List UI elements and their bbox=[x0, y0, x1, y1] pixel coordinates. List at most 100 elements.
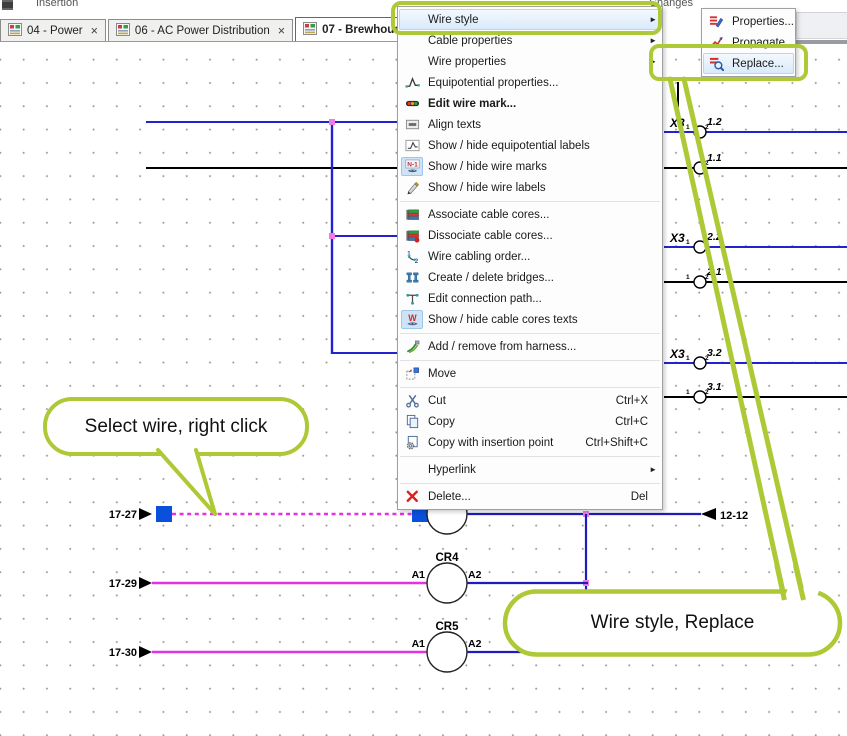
menu-item-label: Properties... bbox=[732, 15, 794, 28]
svg-text:1: 1 bbox=[686, 355, 690, 362]
menu-item-hyperlink[interactable]: Hyperlink► bbox=[398, 459, 662, 480]
svg-text:2.1: 2.1 bbox=[706, 266, 722, 278]
menu-item-show-hide-equipotential-labels[interactable]: Show / hide equipotential labels bbox=[398, 135, 662, 156]
menu-item-label: Copy bbox=[428, 415, 455, 428]
menu-item-cable-properties[interactable]: Cable properties► bbox=[398, 30, 662, 51]
svg-text:2.2: 2.2 bbox=[706, 231, 722, 243]
tab-label: 04 - Power bbox=[27, 24, 83, 37]
junction-dot bbox=[329, 233, 335, 239]
menu-item-label: Cut bbox=[428, 394, 446, 407]
menu-item-show-hide-wire-labels[interactable]: Show / hide wire labels bbox=[398, 177, 662, 198]
menu-item-copy[interactable]: Copy Ctrl+C bbox=[398, 411, 662, 432]
close-icon[interactable]: × bbox=[277, 23, 286, 38]
svg-text:X3: X3 bbox=[669, 116, 685, 130]
svg-text:17-30: 17-30 bbox=[109, 647, 137, 659]
menu-item-label: Align texts bbox=[428, 118, 482, 131]
menu-item-cut[interactable]: Cut Ctrl+X bbox=[398, 390, 662, 411]
svg-text:2: 2 bbox=[414, 258, 418, 264]
harness-icon bbox=[401, 337, 423, 356]
menu-item-label: Propagate... bbox=[732, 36, 795, 49]
propagate-icon bbox=[705, 33, 727, 52]
schematic-doc-icon bbox=[115, 22, 130, 39]
menu-item-edit-wire-mark[interactable]: Edit wire mark... bbox=[398, 93, 662, 114]
svg-text:CR5: CR5 bbox=[435, 621, 459, 633]
callout-select-wire-text: Select wire, right click bbox=[84, 415, 268, 437]
svg-text:1: 1 bbox=[407, 251, 411, 258]
menu-separator bbox=[398, 453, 662, 459]
menu-item-label: Associate cable cores... bbox=[428, 208, 550, 221]
svg-text:1: 1 bbox=[686, 274, 690, 281]
context-menu: Wire style►Cable properties►Wire propert… bbox=[397, 6, 663, 510]
tab-label: 07 - Brewhouse bbox=[322, 23, 408, 36]
terminal-group-3: X3 1 2 3.2 1 2 3.1 bbox=[664, 347, 847, 404]
menu-item-dissociate-cable-cores[interactable]: Dissociate cable cores... bbox=[398, 225, 662, 246]
menu-item-label: Wire cabling order... bbox=[428, 250, 531, 263]
svg-text:1: 1 bbox=[686, 389, 690, 396]
delete-icon bbox=[401, 487, 423, 506]
menu-item-wire-style[interactable]: Wire style► bbox=[399, 9, 661, 30]
document-tab-bar: 04 - Power × 06 - AC Power Distribution … bbox=[0, 17, 417, 42]
menu-item-replace[interactable]: Replace... bbox=[703, 53, 794, 74]
cut-icon bbox=[401, 391, 423, 410]
menu-item-show-hide-cable-cores-texts[interactable]: W Show / hide cable cores texts bbox=[398, 309, 662, 330]
menu-item-label: Dissociate cable cores... bbox=[428, 229, 553, 242]
menu-item-label: Replace... bbox=[732, 57, 784, 70]
copy-insertion-icon bbox=[401, 433, 423, 452]
ribbon-button-remnant[interactable] bbox=[796, 12, 847, 39]
svg-text:W: W bbox=[408, 313, 417, 323]
tab-04-power[interactable]: 04 - Power × bbox=[0, 19, 106, 42]
svg-text:A1: A1 bbox=[412, 638, 426, 650]
connection-path-icon bbox=[401, 289, 423, 308]
menu-item-associate-cable-cores[interactable]: Associate cable cores... bbox=[398, 204, 662, 225]
menu-item-label: Show / hide cable cores texts bbox=[428, 313, 578, 326]
no-icon bbox=[401, 52, 423, 71]
no-icon bbox=[401, 31, 423, 50]
move-icon bbox=[401, 364, 423, 383]
tab-06-ac-power-distribution[interactable]: 06 - AC Power Distribution × bbox=[107, 19, 294, 42]
close-icon[interactable]: × bbox=[90, 23, 98, 38]
tabbar-bottom-edge bbox=[0, 41, 400, 42]
coil-circle[interactable] bbox=[426, 562, 468, 604]
selection-handle[interactable] bbox=[412, 506, 428, 522]
menu-separator bbox=[398, 384, 662, 390]
menu-item-label: Wire style bbox=[428, 13, 479, 26]
menu-item-equipotential-properties[interactable]: Equipotential properties... bbox=[398, 72, 662, 93]
svg-text:A2: A2 bbox=[468, 638, 482, 650]
coil-circle[interactable] bbox=[426, 631, 468, 673]
cable-cores-texts-icon: W bbox=[401, 310, 423, 329]
menu-item-label: Equipotential properties... bbox=[428, 76, 559, 89]
equipotential-labels-icon bbox=[401, 136, 423, 155]
copy-icon bbox=[401, 412, 423, 431]
menu-separator bbox=[398, 357, 662, 363]
menu-item-move[interactable]: Move bbox=[398, 363, 662, 384]
menu-item-wire-properties[interactable]: Wire properties► bbox=[398, 51, 662, 72]
menu-item-label: Show / hide equipotential labels bbox=[428, 139, 590, 152]
schematic-doc-icon bbox=[8, 22, 22, 39]
menu-item-label: Add / remove from harness... bbox=[428, 340, 577, 353]
equipotential-icon bbox=[401, 73, 423, 92]
source-arrow-icon bbox=[139, 508, 152, 520]
menu-item-edit-connection-path[interactable]: Edit connection path... bbox=[398, 288, 662, 309]
menu-item-align-texts[interactable]: Align texts bbox=[398, 114, 662, 135]
menu-item-label: Show / hide wire marks bbox=[428, 160, 547, 173]
callout-wire-style-replace-text: Wire style, Replace bbox=[590, 611, 755, 633]
menu-item-label: Hyperlink bbox=[428, 463, 476, 476]
menu-item-create-delete-bridges[interactable]: Create / delete bridges... bbox=[398, 267, 662, 288]
junction-dot bbox=[329, 119, 335, 125]
menu-item-properties[interactable]: Properties... bbox=[702, 11, 795, 32]
menu-item-delete[interactable]: Delete...Del bbox=[398, 486, 662, 507]
associate-cable-cores-icon bbox=[401, 205, 423, 224]
menu-item-add-remove-from-harness[interactable]: Add / remove from harness... bbox=[398, 336, 662, 357]
svg-text:A2: A2 bbox=[468, 569, 482, 581]
window-menu-icon[interactable] bbox=[2, 0, 13, 10]
selection-handle[interactable] bbox=[156, 506, 172, 522]
tab-label: 06 - AC Power Distribution bbox=[134, 24, 270, 37]
menu-item-propagate[interactable]: Propagate... bbox=[702, 32, 795, 53]
menu-item-shortcut: Ctrl+C bbox=[615, 415, 648, 428]
menu-item-shortcut: Del bbox=[630, 490, 648, 503]
menu-item-shortcut: Ctrl+X bbox=[615, 394, 648, 407]
